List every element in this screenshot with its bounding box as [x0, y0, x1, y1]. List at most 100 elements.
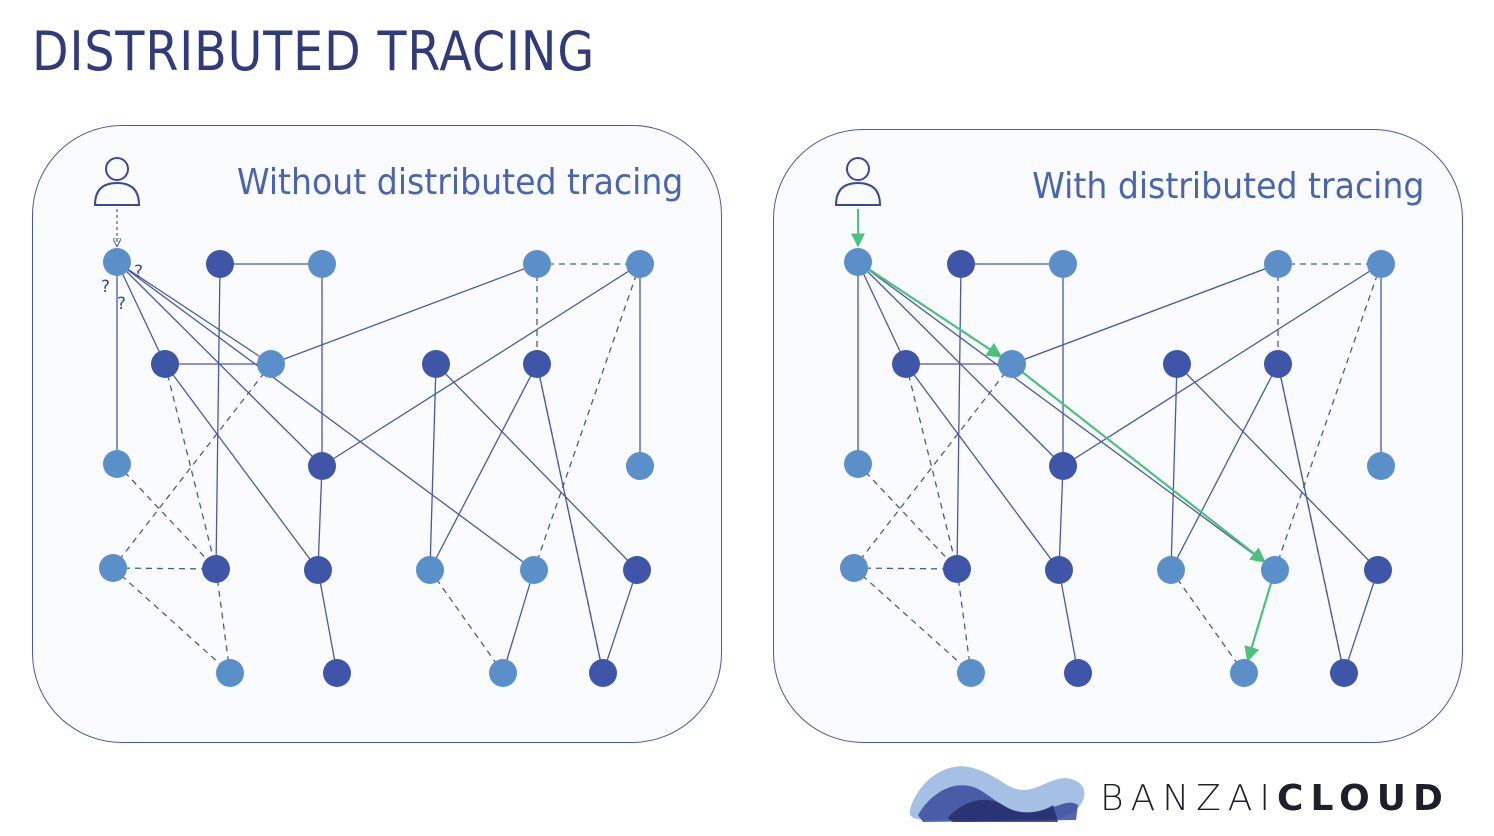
async-edge — [112, 567, 231, 674]
call-edge — [1062, 263, 1382, 467]
call-edge — [1170, 363, 1279, 571]
service-node — [1064, 659, 1092, 687]
panel-with-tracing: With distributed tracing — [773, 129, 1463, 743]
async-edge — [116, 463, 217, 570]
service-node — [323, 659, 351, 687]
call-edge — [1176, 363, 1379, 571]
async-edge — [853, 567, 972, 674]
call-edge — [321, 263, 641, 467]
call-edge — [116, 261, 166, 365]
trace-arrow — [1244, 581, 1273, 663]
async-edge — [533, 263, 641, 571]
service-node — [520, 556, 548, 584]
call-edge — [502, 569, 535, 674]
async-edge — [1170, 569, 1245, 674]
question-mark: ? — [117, 294, 126, 314]
service-node — [523, 250, 551, 278]
service-node — [308, 452, 336, 480]
call-edge — [602, 569, 638, 674]
service-node — [489, 659, 517, 687]
user-icon — [834, 157, 882, 206]
async-edge — [853, 363, 1013, 569]
async-edge — [1274, 263, 1382, 571]
call-edge — [905, 363, 1060, 571]
async-edge — [853, 567, 958, 570]
service-node — [1264, 250, 1292, 278]
service-node — [304, 556, 332, 584]
service-node — [1157, 556, 1185, 584]
service-node — [589, 659, 617, 687]
service-node — [998, 350, 1026, 378]
panel-without-tracing: Without distributed tracing — [32, 125, 722, 743]
service-node — [1367, 250, 1395, 278]
panel-title-without: Without distributed tracing — [236, 162, 683, 203]
service-node — [103, 450, 131, 478]
service-node — [1367, 452, 1395, 480]
service-node — [947, 250, 975, 278]
service-node — [943, 555, 971, 583]
user-icon — [93, 157, 141, 206]
call-edge — [1011, 263, 1279, 365]
call-edge — [116, 261, 535, 571]
call-edge — [1343, 569, 1379, 674]
service-node — [1330, 659, 1358, 687]
service-node — [206, 250, 234, 278]
service-node — [626, 452, 654, 480]
service-node — [416, 556, 444, 584]
call-edge — [429, 363, 538, 571]
call-edge — [317, 465, 323, 571]
service-node — [151, 350, 179, 378]
call-edge — [435, 363, 638, 571]
left-service-graph — [99, 209, 654, 687]
question-mark: ? — [101, 277, 110, 297]
service-node — [99, 554, 127, 582]
service-node — [308, 250, 336, 278]
async-edge — [112, 363, 272, 569]
service-node — [957, 659, 985, 687]
async-edge — [215, 568, 231, 674]
service-node — [626, 250, 654, 278]
service-node — [1045, 556, 1073, 584]
call-edge — [1058, 569, 1079, 674]
trace-arrow — [867, 267, 1003, 358]
service-node — [1049, 452, 1077, 480]
call-edge — [1170, 363, 1178, 571]
async-edge — [164, 363, 217, 570]
call-edge — [164, 363, 319, 571]
service-node — [844, 248, 872, 276]
brand-name: BANZAICLOUD — [1100, 778, 1450, 819]
call-edge — [857, 261, 1276, 571]
service-node — [844, 450, 872, 478]
service-node — [257, 350, 285, 378]
right-service-graph — [840, 209, 1395, 687]
question-mark: ? — [134, 262, 143, 282]
service-node — [623, 556, 651, 584]
service-node — [103, 248, 131, 276]
call-edge — [270, 263, 538, 365]
service-node — [1261, 556, 1289, 584]
service-node — [1230, 659, 1258, 687]
service-node — [216, 659, 244, 687]
service-node — [840, 554, 868, 582]
call-edge — [317, 569, 338, 674]
banzai-cloud-logo — [909, 766, 1085, 822]
panel-title-with: With distributed tracing — [1031, 166, 1424, 207]
page-title: DISTRIBUTED TRACING — [32, 20, 596, 83]
async-edge — [956, 568, 972, 674]
async-edge — [1277, 363, 1345, 674]
call-edge — [429, 363, 437, 571]
trace-arrow — [1020, 370, 1266, 563]
call-edge — [116, 261, 272, 365]
call-edge — [215, 263, 221, 570]
service-node — [1163, 350, 1191, 378]
service-node — [892, 350, 920, 378]
service-node — [422, 350, 450, 378]
async-edge — [112, 567, 217, 570]
async-edge — [857, 463, 958, 570]
async-edge — [536, 363, 604, 674]
call-edge — [956, 263, 962, 570]
service-node — [523, 350, 551, 378]
call-edge — [1058, 465, 1064, 571]
async-edge — [429, 569, 504, 674]
